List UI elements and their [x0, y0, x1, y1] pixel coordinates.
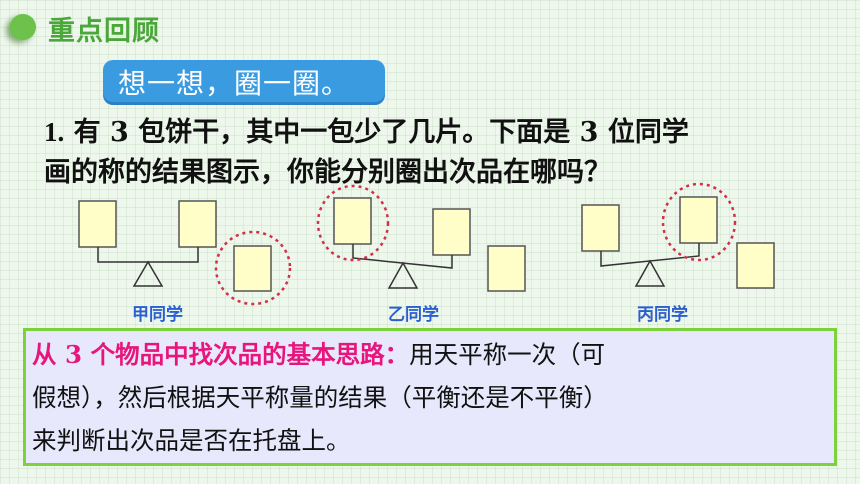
- jia-right-item: [178, 200, 217, 248]
- question-line-2: 画的称的结果图示，你能分别圈出次品在哪吗？: [44, 157, 611, 188]
- yi-off-item: [487, 245, 526, 292]
- figure-label-bing: 丙同学: [637, 304, 688, 325]
- activity-banner: [103, 60, 385, 102]
- summary-box: [23, 328, 837, 466]
- bing-off-item: [736, 242, 775, 289]
- bing-fulcrum: [634, 259, 666, 287]
- figure-yi: 乙同学: [316, 184, 526, 325]
- jia-answer-circle: [214, 230, 292, 306]
- summary-highlight: 从 3 个物品中找次品的基本思路：: [32, 340, 410, 369]
- bing-left-item: [581, 204, 620, 252]
- yi-left-item: [333, 197, 372, 245]
- figure-label-jia: 甲同学: [132, 304, 183, 325]
- figure-label-yi: 乙同学: [388, 304, 439, 325]
- question-line-1: 有 3 包饼干，其中一包少了几片。下面是 3 位同学: [73, 117, 689, 148]
- jia-off-item: [233, 245, 272, 292]
- summary-line-2: 假想），然后根据天平称量的结果（平衡还是不平衡）: [32, 383, 608, 412]
- summary-line-1: 用天平称一次（可: [409, 340, 606, 369]
- section-bullet-icon: [10, 14, 36, 40]
- summary-text: 从 3 个物品中找次品的基本思路：用天平称一次（可 假想），然后根据天平称量的结…: [32, 333, 826, 462]
- section-title: 重点回顾: [48, 16, 160, 47]
- figure-jia: 甲同学: [78, 200, 292, 325]
- balance-figures: 甲同学 乙同学 丙同学: [78, 182, 775, 325]
- bing-right-item: [679, 196, 718, 244]
- question-number: 1.: [44, 117, 65, 147]
- summary-line-3: 来判断出次品是否在托盘上。: [32, 426, 351, 455]
- figure-bing: 丙同学: [581, 182, 775, 325]
- yi-right-item: [432, 208, 471, 256]
- activity-label: 想一想，圈一圈。: [118, 67, 351, 100]
- jia-left-item: [78, 200, 117, 248]
- jia-fulcrum: [132, 260, 164, 287]
- question-text: 1. 有 3 包饼干，其中一包少了几片。下面是 3 位同学 画的称的结果图示，你…: [44, 112, 834, 193]
- yi-fulcrum: [387, 261, 419, 289]
- jia-beam: [97, 247, 199, 263]
- yi-answer-circle: [316, 184, 390, 262]
- bing-answer-circle: [661, 182, 737, 262]
